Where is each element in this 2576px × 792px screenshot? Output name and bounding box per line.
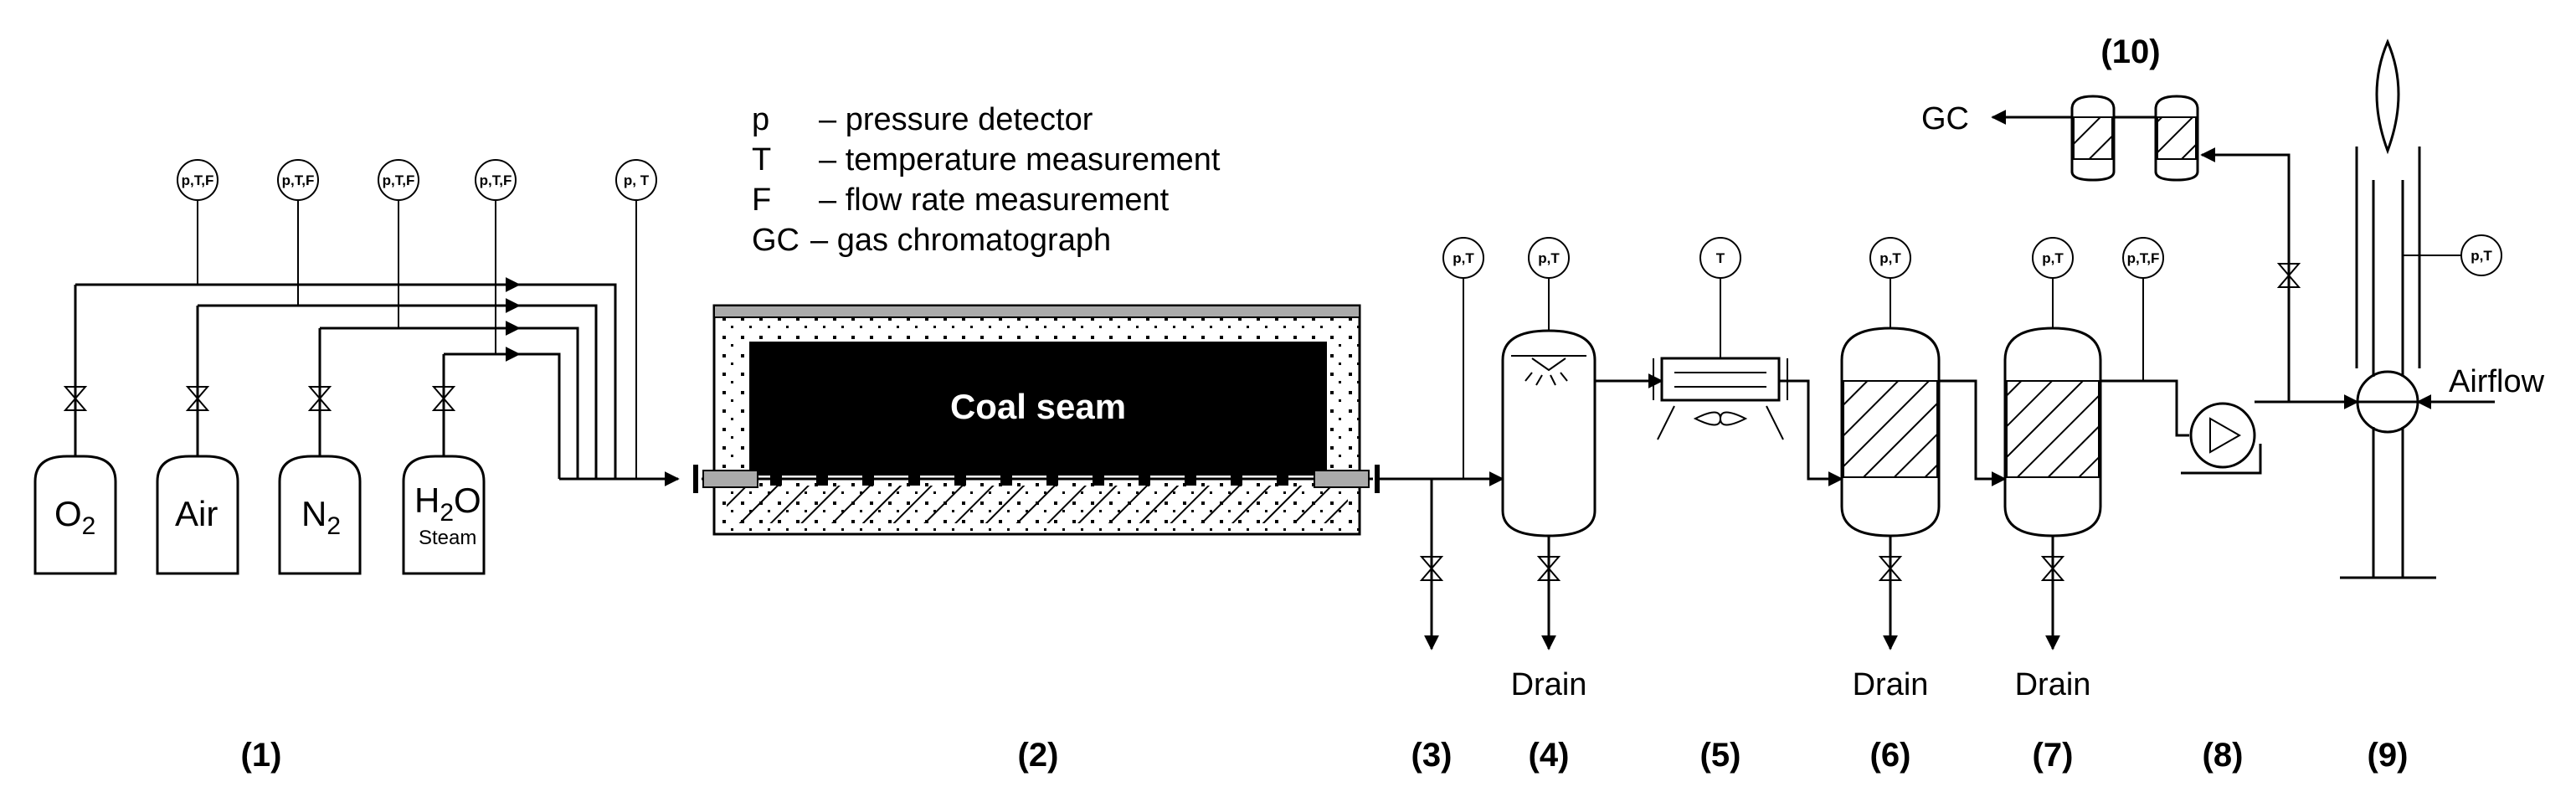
column7-instrument: [2032, 237, 2074, 279]
fan-icon: [1657, 405, 1784, 440]
column7-flow-instrument: [2122, 237, 2164, 279]
unit-labels: (1) (2) (3) (4) (5) (6) (7) (8) (9): [241, 737, 2409, 774]
separator-instrument: [1528, 237, 1570, 279]
column6-instrument: [1869, 237, 1911, 279]
column-7: p,T p,T,F Drain: [2003, 237, 2189, 702]
o2-instrument: [177, 159, 219, 201]
legend-key-gc: GC: [752, 223, 800, 258]
drain-label: Drain: [1853, 667, 1929, 702]
air-instrument: [277, 159, 319, 201]
n2-tank-label: N2: [301, 494, 341, 540]
valve-icon[interactable]: [2276, 263, 2301, 288]
legend-desc-p: – pressure detector: [819, 102, 1093, 137]
unit-label-6: (6): [1870, 737, 1911, 774]
steam-instrument-label: p,T,F: [480, 172, 512, 188]
inlet-instrument: [615, 159, 657, 201]
valve-icon[interactable]: [185, 386, 210, 411]
outlet-instrument: [1442, 237, 1484, 279]
drain-label: Drain: [2015, 667, 2091, 702]
pump-icon[interactable]: [2181, 147, 2327, 475]
air-tank: [156, 455, 239, 575]
column-6: p,T Drain: [1840, 237, 2007, 702]
stack-instrument: [2460, 234, 2502, 276]
coal-seam-label: Coal seam: [950, 387, 1126, 426]
legend-key-t: T: [752, 142, 771, 177]
airflow-label: Airflow: [2449, 364, 2545, 399]
gc-label: GC: [1921, 101, 1969, 136]
legend: p – pressure detector T – temperature me…: [752, 102, 1221, 258]
valve-icon[interactable]: [431, 386, 456, 411]
air-tank-label: Air: [175, 494, 218, 533]
column6-instrument-label: p,T: [1879, 250, 1901, 266]
supply-instruments: p,T,F p,T,F p,T,F p,T,F p, T: [177, 159, 657, 479]
cooler-instrument-label: T: [1716, 250, 1725, 266]
cooler-instrument: [1699, 237, 1741, 279]
outlet-line: p,T: [1380, 237, 1504, 651]
legend-desc-f: – flow rate measurement: [819, 183, 1170, 218]
drain-label: Drain: [1511, 667, 1587, 702]
inlet-instrument-label: p, T: [624, 172, 650, 188]
n2-instrument: [378, 159, 419, 201]
valve-icon[interactable]: [1878, 556, 1903, 581]
unit-label-5: (5): [1700, 737, 1741, 774]
valve-icon[interactable]: [1419, 556, 1444, 581]
cooler: T: [1595, 237, 1843, 486]
steam-instrument: [475, 159, 517, 201]
column7-flow-instrument-label: p,T,F: [2127, 250, 2160, 266]
separator-instrument-label: p,T: [1538, 250, 1560, 266]
gas-supply-unit: O2 Air N2 H2O Steam: [33, 277, 680, 575]
legend-desc-t: – temperature measurement: [819, 142, 1221, 177]
stack-instrument-label: p,T: [2471, 248, 2492, 264]
valve-icon[interactable]: [2040, 556, 2065, 581]
o2-tank-label: O2: [54, 494, 95, 540]
h2o-tank: [402, 455, 486, 575]
sampling-unit: GC (10): [1921, 33, 2199, 182]
unit-label-7: (7): [2033, 737, 2074, 774]
unit-label-2: (2): [1018, 737, 1059, 774]
separator: p,T Drain: [1501, 237, 1597, 702]
unit-label-10: (10): [2100, 33, 2160, 70]
unit-label-4: (4): [1529, 737, 1570, 774]
legend-desc-gc: – gas chromatograph: [810, 223, 1111, 258]
flare-stack: Airflow p,T: [2327, 39, 2545, 579]
o2-tank: [33, 455, 117, 575]
legend-key-p: p: [752, 102, 769, 137]
reactor: Coal seam: [693, 304, 1380, 536]
h2o-tank-label: H2O: [414, 481, 481, 527]
air-instrument-label: p,T,F: [282, 172, 315, 188]
outlet-instrument-label: p,T: [1453, 250, 1474, 266]
valve-icon[interactable]: [63, 386, 88, 411]
unit-label-8: (8): [2203, 737, 2244, 774]
n2-tank: [278, 455, 362, 575]
column7-instrument-label: p,T: [2042, 250, 2064, 266]
legend-key-f: F: [752, 183, 771, 218]
o2-instrument-label: p,T,F: [182, 172, 214, 188]
n2-instrument-label: p,T,F: [383, 172, 415, 188]
unit-label-1: (1): [241, 737, 282, 774]
unit-label-9: (9): [2368, 737, 2409, 774]
reactor-cover: [713, 305, 1360, 318]
valve-icon[interactable]: [307, 386, 332, 411]
flame-icon: [2375, 39, 2400, 155]
coal-seam: [749, 342, 1327, 476]
valve-icon[interactable]: [1536, 556, 1561, 581]
unit-label-3: (3): [1411, 737, 1453, 774]
steam-label: Steam: [419, 527, 476, 549]
